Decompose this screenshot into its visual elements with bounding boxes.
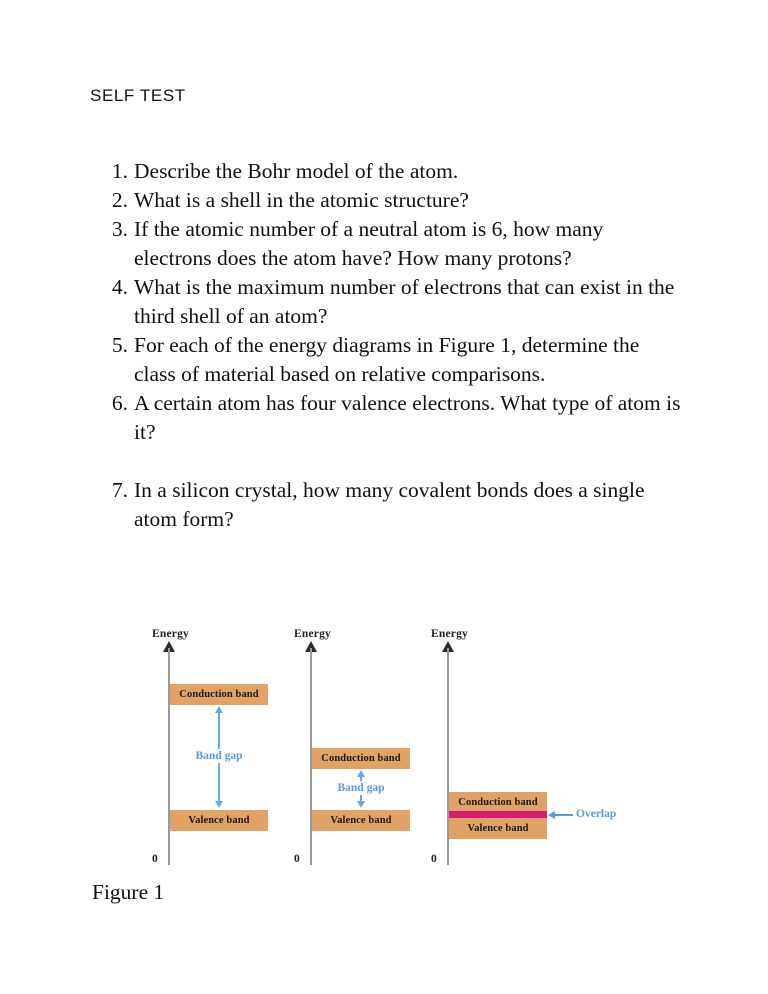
axis-label-energy: Energy <box>294 628 331 640</box>
energy-diagram-semiconductor: Energy Conduction band Band gap Valence … <box>272 620 472 880</box>
conduction-band: Conduction band <box>170 684 268 705</box>
energy-axis <box>168 648 170 865</box>
question-number: 5. <box>111 333 128 357</box>
question-text: If the atomic number of a neutral atom i… <box>134 217 604 270</box>
question-text: A certain atom has four valence electron… <box>134 391 681 444</box>
energy-diagram-insulator: Energy Conduction band Band gap Valence … <box>130 620 330 880</box>
list-item: 1. Describe the Bohr model of the atom. <box>104 157 684 186</box>
axis-label-energy: Energy <box>152 628 189 640</box>
conduction-band: Conduction band <box>449 792 547 813</box>
question-number: 7. <box>111 478 128 502</box>
question-text: Describe the Bohr model of the atom. <box>134 159 459 183</box>
valence-band: Valence band <box>312 810 410 831</box>
overlap-strip <box>449 811 547 818</box>
list-item: 7. In a silicon crystal, how many covale… <box>104 476 684 534</box>
valence-band: Valence band <box>449 818 547 839</box>
question-text: What is a shell in the atomic structure? <box>134 188 469 212</box>
list-item: 4. What is the maximum number of electro… <box>104 273 684 331</box>
band-gap-label: Band gap <box>170 749 268 763</box>
axis-zero-label: 0 <box>294 853 300 865</box>
page-title: SELF TEST <box>90 86 186 105</box>
question-text: What is the maximum number of electrons … <box>134 275 675 328</box>
axis-zero-label: 0 <box>431 853 437 865</box>
energy-axis <box>310 648 312 865</box>
axis-arrow-icon <box>163 641 175 652</box>
axis-label-energy: Energy <box>431 628 468 640</box>
band-gap-label: Band gap <box>312 781 410 795</box>
question-number: 6. <box>111 391 128 415</box>
energy-axis <box>447 648 449 865</box>
list-item: 3. If the atomic number of a neutral ato… <box>104 215 684 273</box>
question-number: 3. <box>111 217 128 241</box>
figure-caption: Figure 1 <box>92 880 165 904</box>
question-text: In a silicon crystal, how many covalent … <box>134 478 645 531</box>
valence-band: Valence band <box>170 810 268 831</box>
question-text: For each of the energy diagrams in Figur… <box>134 333 640 386</box>
energy-band-diagrams-figure: Energy Conduction band Band gap Valence … <box>0 620 768 920</box>
axis-arrow-icon <box>305 641 317 652</box>
energy-diagram-conductor: Energy Conduction band Valence band Over… <box>409 620 616 880</box>
axis-zero-label: 0 <box>152 853 158 865</box>
axis-arrow-icon <box>442 641 454 652</box>
list-item: 6. A certain atom has four valence elect… <box>104 389 684 447</box>
question-number: 1. <box>111 159 128 183</box>
overlap-label: Overlap <box>576 808 617 820</box>
self-test-question-list: 1. Describe the Bohr model of the atom. … <box>104 157 684 534</box>
list-item: 5. For each of the energy diagrams in Fi… <box>104 331 684 389</box>
conduction-band: Conduction band <box>312 748 410 769</box>
overlap-arrow-icon <box>548 811 573 819</box>
list-item: 2. What is a shell in the atomic structu… <box>104 186 684 215</box>
question-number: 4. <box>111 275 128 299</box>
question-number: 2. <box>111 188 128 212</box>
